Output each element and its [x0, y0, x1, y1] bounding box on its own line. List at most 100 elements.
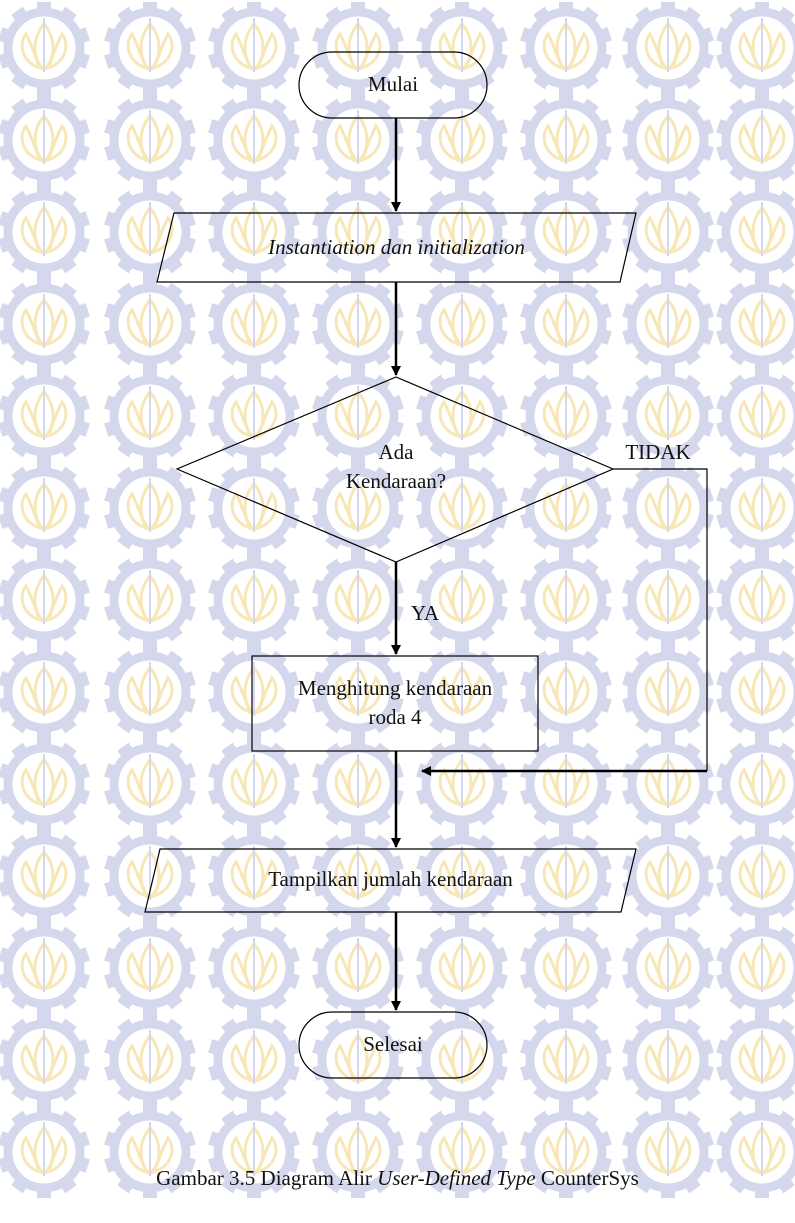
watermark-logo-86: [520, 922, 612, 1014]
process-label-line1: Menghitung kendaraan: [297, 676, 493, 700]
watermark-logo-81: [0, 922, 90, 1014]
end-label: Selesai: [363, 1032, 423, 1056]
watermark-logo-75: [208, 830, 300, 922]
watermark-logo-64: [716, 646, 795, 738]
watermark-logo-56: [716, 554, 795, 646]
watermark-logo-47: [622, 462, 714, 554]
watermark-logo-91: [208, 1014, 300, 1106]
figure-caption: Gambar 3.5 Diagram Alir User-Defined Typ…: [0, 1165, 795, 1192]
watermark-logo-66: [104, 738, 196, 830]
watermark-logo-31: [622, 278, 714, 370]
watermark-logo-65: [0, 738, 90, 830]
end-terminator: [298, 1011, 488, 1079]
watermark-logo-99: [208, 1106, 300, 1198]
watermark-logo-96: [716, 1014, 795, 1106]
watermark-logo-98: [104, 1106, 196, 1198]
watermark-logo-101: [416, 1106, 508, 1198]
watermark-logo-55: [622, 554, 714, 646]
watermark-logo-103: [622, 1106, 714, 1198]
watermark-logo-38: [520, 370, 612, 462]
watermark-logo-83: [208, 922, 300, 1014]
watermark-logo-85: [416, 922, 508, 1014]
start-terminator: [298, 51, 488, 119]
watermark-logo-73: [0, 830, 90, 922]
watermark-logo-58: [104, 646, 196, 738]
watermark-logo-59: [208, 646, 300, 738]
watermark-logo-82: [104, 922, 196, 1014]
watermark-logo-13: [416, 94, 508, 186]
watermark-logo-40: [716, 370, 795, 462]
watermark-logo-1: [0, 2, 90, 94]
watermark-logo-15: [622, 94, 714, 186]
watermark-logo-94: [520, 1014, 612, 1106]
watermark-logo-17: [0, 186, 90, 278]
watermark-logo-11: [208, 94, 300, 186]
watermark-logo-87: [622, 922, 714, 1014]
watermark-logo-27: [208, 278, 300, 370]
watermark-logo-48: [716, 462, 795, 554]
watermark-logo-95: [622, 1014, 714, 1106]
watermark-logo-2: [104, 2, 196, 94]
watermark-logo-49: [0, 554, 90, 646]
watermark-logo-30: [520, 278, 612, 370]
watermark-logo-41: [0, 462, 90, 554]
caption-prefix: Gambar 3.5 Diagram Alir: [156, 1166, 378, 1190]
watermark-logo-6: [520, 2, 612, 94]
watermark-logo-25: [0, 278, 90, 370]
watermark-logo-36: [312, 370, 404, 462]
caption-italic-term: User-Defined Type: [377, 1166, 536, 1190]
watermark-logo-70: [520, 738, 612, 830]
output-io-shape: [144, 848, 637, 913]
watermark-logo-51: [208, 554, 300, 646]
watermark-logo-80: [716, 830, 795, 922]
watermark-logo-9: [0, 94, 90, 186]
watermark-logo-88: [716, 922, 795, 1014]
watermark-logo-14: [520, 94, 612, 186]
init-label: Instantiation dan initialization: [268, 235, 525, 259]
watermark-logo-19: [208, 186, 300, 278]
watermark-logo-61: [416, 646, 508, 738]
watermark-logo-89: [0, 1014, 90, 1106]
watermark-logo-67: [208, 738, 300, 830]
watermark-logo-50: [104, 554, 196, 646]
watermark-logo-5: [416, 2, 508, 94]
watermark-logo-77: [416, 830, 508, 922]
watermark-logo-20: [312, 186, 404, 278]
watermark-logo-33: [0, 370, 90, 462]
watermark-logo-79: [622, 830, 714, 922]
process-label-line2: roda 4: [368, 705, 422, 729]
decision-label-line1: Ada: [378, 440, 414, 464]
caption-suffix: CounterSys: [535, 1166, 639, 1190]
no-branch-label: TIDAK: [625, 440, 691, 464]
watermark-logo-32: [716, 278, 795, 370]
watermark-logo-10: [104, 94, 196, 186]
watermark-logo-90: [104, 1014, 196, 1106]
output-label: Tampilkan jumlah kendaraan: [268, 867, 513, 891]
watermark-logo-39: [622, 370, 714, 462]
watermark-logo-62: [520, 646, 612, 738]
watermark-logo-57: [0, 646, 90, 738]
watermark-logo-7: [622, 2, 714, 94]
watermark-logo-3: [208, 2, 300, 94]
watermark-logo-8: [716, 2, 795, 94]
watermark-logo-93: [416, 1014, 508, 1106]
watermark-logo-29: [416, 278, 508, 370]
watermark-logo-53: [416, 554, 508, 646]
watermark-logo-22: [520, 186, 612, 278]
watermark-logo-16: [716, 94, 795, 186]
watermark-logo-21: [416, 186, 508, 278]
watermark-logo-54: [520, 554, 612, 646]
no-branch-line: [613, 468, 708, 771]
watermark-logo-104: [716, 1106, 795, 1198]
start-label: Mulai: [367, 72, 419, 96]
watermark-logo-72: [716, 738, 795, 830]
watermark-logo-37: [416, 370, 508, 462]
watermark-logo-42: [104, 462, 196, 554]
watermark-logo-43: [208, 462, 300, 554]
watermark-logo-34: [104, 370, 196, 462]
watermark-logo-102: [520, 1106, 612, 1198]
yes-branch-label: YA: [410, 601, 439, 625]
decision-label-line2: Kendaraan?: [345, 469, 447, 493]
watermark-logo-35: [208, 370, 300, 462]
